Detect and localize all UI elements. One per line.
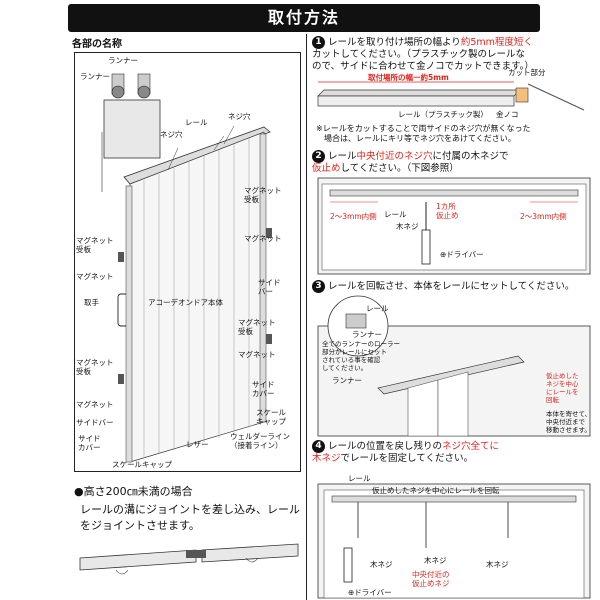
label-runner-1: ランナー — [108, 56, 138, 65]
label-magnet-receiver-r2: マグネット 受板 — [238, 318, 276, 336]
step-3-rail-shape — [377, 355, 525, 395]
step-4-driver-shape — [343, 547, 353, 583]
label-magnet-receiver-r1: マグネット 受板 — [244, 186, 282, 204]
step-1-width-label: 取付場所の幅ー約5mm — [368, 73, 449, 82]
step-2-badge: 2 — [312, 150, 325, 163]
joint-line-2: をジョイントさせます。 — [80, 519, 200, 532]
step-2-line1-red: 中央付近のネジ穴 — [356, 151, 433, 162]
label-magnet-l1: マグネット — [76, 272, 114, 281]
step-3-badge: 3 — [312, 280, 325, 293]
label-side-cover-r: サイド カバー — [252, 380, 275, 398]
step-1-rail-label: レール（プラスチック製） — [398, 110, 488, 119]
joint-rail-left — [79, 549, 197, 571]
magnet-left-lower — [118, 374, 124, 384]
step-1-note-1: ※レールをカットすることで両サイドのネジ穴が無くなった — [316, 124, 531, 133]
label-screw-hole-1: ネジ穴 — [160, 130, 183, 139]
label-side-cover-l: サイド カバー — [78, 434, 101, 452]
step-2-wood-screw: 木ネジ — [396, 222, 419, 231]
page-title: 取付方法 — [68, 4, 540, 32]
cut-part-shape — [515, 87, 529, 103]
step-1-saw: 金ノコ — [496, 110, 519, 119]
step-2-temp-1: 1カ所 — [436, 202, 456, 211]
step-4-screw-mid: 木ネジ — [424, 556, 447, 565]
step-2-line1a: レール — [328, 151, 357, 162]
driver-shape — [421, 229, 431, 265]
step-3-runner-2: ランナー — [332, 376, 362, 385]
step-3-diagram — [317, 295, 591, 437]
label-runner-2: ランナー — [80, 72, 110, 81]
joint-line-1: レールの溝にジョイントを差し込み、レール — [80, 503, 300, 516]
label-side-bar-l: サイドバー — [76, 418, 114, 427]
step-2-diagram — [317, 177, 591, 275]
joint-rail-right — [201, 543, 299, 563]
step-3-note: 全てのランナーのローラー 部分がレールにセット されている事を確認 してください… — [322, 340, 400, 372]
step-2-gap-left: 2～3mm内側 — [330, 212, 377, 221]
step-2-driver: ⊕ドライバー — [440, 250, 484, 259]
label-magnet-l2: マグネット — [76, 400, 114, 409]
column-divider — [306, 34, 307, 600]
step-4-line1-red: ネジ穴全てに — [442, 441, 500, 452]
step-1-rail-diagram — [317, 81, 585, 111]
step-2-line1b: に付属の木ネジで — [432, 151, 509, 162]
step-3-rail: レール — [366, 304, 389, 313]
step-4-diagram — [317, 483, 591, 599]
step-4-screw-right: 木ネジ — [486, 560, 509, 569]
step-3-note-3: 本体を寄せて、 中央付近まで 移動させます。 — [546, 410, 592, 434]
label-door-body: アコーデオンドア本体 — [148, 298, 223, 307]
label-side-bar-r: サイド バー — [258, 278, 281, 296]
label-rail: レール — [185, 118, 208, 127]
step-3-line1: レールを回転させ、本体をレールにセットしてください。 — [328, 281, 575, 292]
joint-title: ●高さ200㎝未満の場合 — [74, 485, 193, 498]
step-4-line2b: でレールを固定してください。 — [340, 453, 473, 464]
step-4-badge: 4 — [312, 440, 325, 453]
step-4-center-temp: 中央付近の 仮止めネジ — [412, 570, 450, 588]
step-1-note-2: 場合は、レールにキリ等でネジ穴をあけてください。 — [316, 134, 516, 143]
label-magnet-receiver-l1: マグネット 受板 — [76, 236, 114, 254]
step-1-line1: レールを取り付け場所の幅より — [328, 37, 461, 48]
saw-blade — [527, 83, 585, 111]
step-4-line2-red: 木ネジ — [312, 453, 341, 464]
step-2-rail-shape — [329, 189, 579, 197]
step-3-note-2: 仮止めした ネジを中心 にレールを 回転 — [546, 372, 579, 404]
label-leather: レザー — [186, 440, 209, 449]
step-4-line1a: レールの位置を戻し残りの — [328, 441, 443, 452]
step-1-cut-part: カット部分 — [508, 68, 546, 77]
step-2-line2-red: 仮止め — [312, 163, 341, 174]
step-1-badge: 1 — [312, 36, 325, 49]
step-4-screw-left: 木ネジ — [370, 560, 393, 569]
step-1-line3: ので、サイドに合わせて金ノコでカットできます。） — [312, 61, 534, 72]
joint-piece — [186, 550, 206, 558]
step-2-gap-right: 2～3mm内側 — [520, 212, 567, 221]
magnet-right-upper — [266, 228, 272, 238]
label-scale-cap-r: スケール キャップ — [256, 408, 286, 426]
label-magnet-r2: マグネット — [238, 350, 276, 359]
step-1-line2: カットしてください。（プラスチック製のレールな — [312, 49, 525, 60]
label-screw-hole-2: ネジ穴 — [228, 112, 251, 121]
parts-title: 各部の名称 — [72, 39, 122, 50]
step-2-temp-2: 仮止め — [436, 211, 459, 220]
magnet-right-lower — [266, 334, 272, 344]
step-2-rail: レール — [384, 210, 407, 219]
rail-shape — [123, 126, 271, 185]
parts-diagram — [101, 73, 272, 463]
label-welder-line: ウェルダーライン （接着ライン） — [230, 432, 290, 450]
step-1-line1-red: 約5mm程度短く — [460, 37, 533, 48]
step-2-line2b: してください。（下図参照） — [340, 163, 459, 174]
step-4-rotate-note: 仮止めしたネジを中心にレールを回転 — [372, 486, 500, 495]
step-4-rail: レール — [348, 474, 371, 483]
step-3-runner: ランナー — [352, 330, 382, 339]
label-scale-cap-bottom: スケールキャップ — [112, 460, 172, 469]
magnet-left-upper — [118, 252, 124, 262]
joint-diagram — [79, 543, 299, 575]
label-magnet-receiver-l2: マグネット 受板 — [76, 358, 114, 376]
step-4-rail-shape — [331, 495, 577, 503]
label-handle: 取手 — [84, 298, 99, 307]
step-4-driver: ⊕ドライバー — [348, 588, 392, 597]
label-magnet-r1: マグネット — [244, 234, 282, 243]
